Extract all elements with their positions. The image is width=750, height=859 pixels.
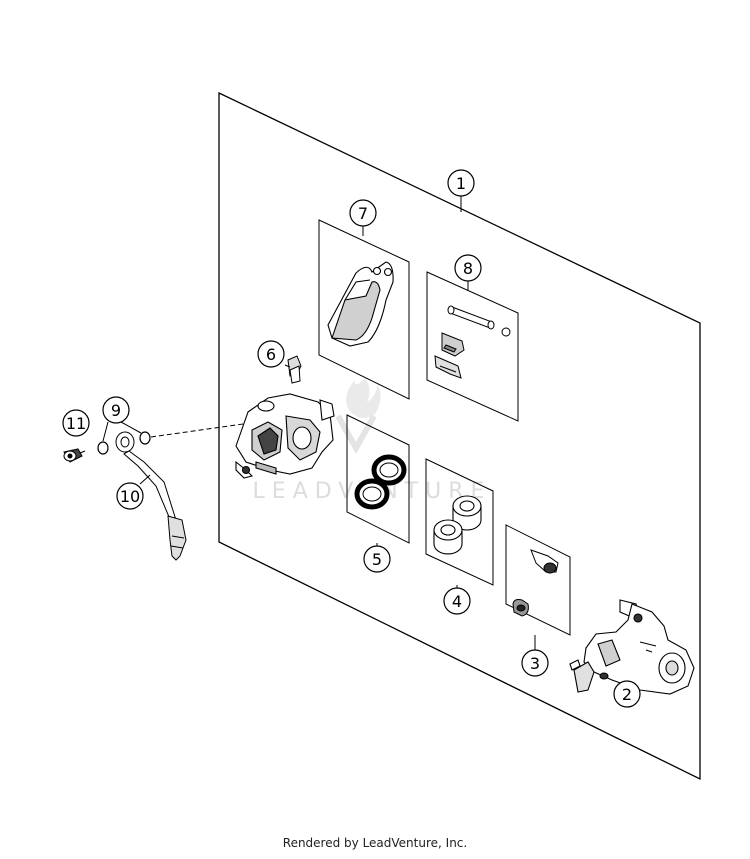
callout-6-label: 6 — [266, 345, 276, 364]
callout-3-label: 3 — [530, 654, 540, 673]
sealing-washers-illustration — [97, 431, 151, 455]
caliper-illustration — [235, 393, 335, 479]
bleeder-kit-illustration — [512, 549, 559, 617]
callout-2-label: 2 — [622, 685, 632, 704]
callout-9-label: 9 — [111, 401, 121, 420]
subpanel-piston-seals — [346, 414, 410, 544]
kit-panel — [218, 91, 701, 781]
callout-5: 5 — [363, 545, 391, 573]
footer-credit: Rendered by LeadVenture, Inc. — [282, 836, 468, 850]
leader-lines — [79, 196, 536, 651]
brake-hose-illustration — [115, 431, 187, 561]
callout-7-label: 7 — [358, 204, 368, 223]
brake-pads-illustration — [327, 261, 394, 347]
callout-8-label: 8 — [463, 259, 473, 278]
callout-11: 11 — [62, 409, 90, 437]
callout-9: 9 — [102, 396, 130, 424]
assembly-line — [150, 423, 244, 438]
callout-2: 2 — [613, 680, 641, 708]
callout-3: 3 — [521, 649, 549, 677]
subpanel-brake-pads — [318, 219, 410, 400]
pin-kit-illustration — [434, 305, 511, 379]
callout-1: 1 — [447, 169, 475, 197]
callout-6: 6 — [257, 340, 285, 368]
callout-10: 10 — [116, 482, 144, 510]
callout-8: 8 — [454, 254, 482, 282]
callout-10-label: 10 — [120, 487, 140, 506]
callout-11-label: 11 — [66, 414, 86, 433]
callout-7: 7 — [349, 199, 377, 227]
pistons-illustration — [433, 495, 482, 555]
subpanel-bleeder — [505, 524, 571, 636]
callout-4-label: 4 — [452, 592, 462, 611]
banjo-bolt-illustration — [63, 448, 83, 463]
bleeder-valve-illustration — [287, 355, 302, 384]
callout-1-label: 1 — [456, 174, 466, 193]
callout-5-label: 5 — [372, 550, 382, 569]
subpanel-pistons — [425, 458, 494, 586]
piston-seals-illustration — [354, 454, 407, 510]
caliper-assembly-illustration — [569, 599, 695, 695]
subpanel-pin-kit — [426, 271, 519, 422]
callout-4: 4 — [443, 587, 471, 615]
